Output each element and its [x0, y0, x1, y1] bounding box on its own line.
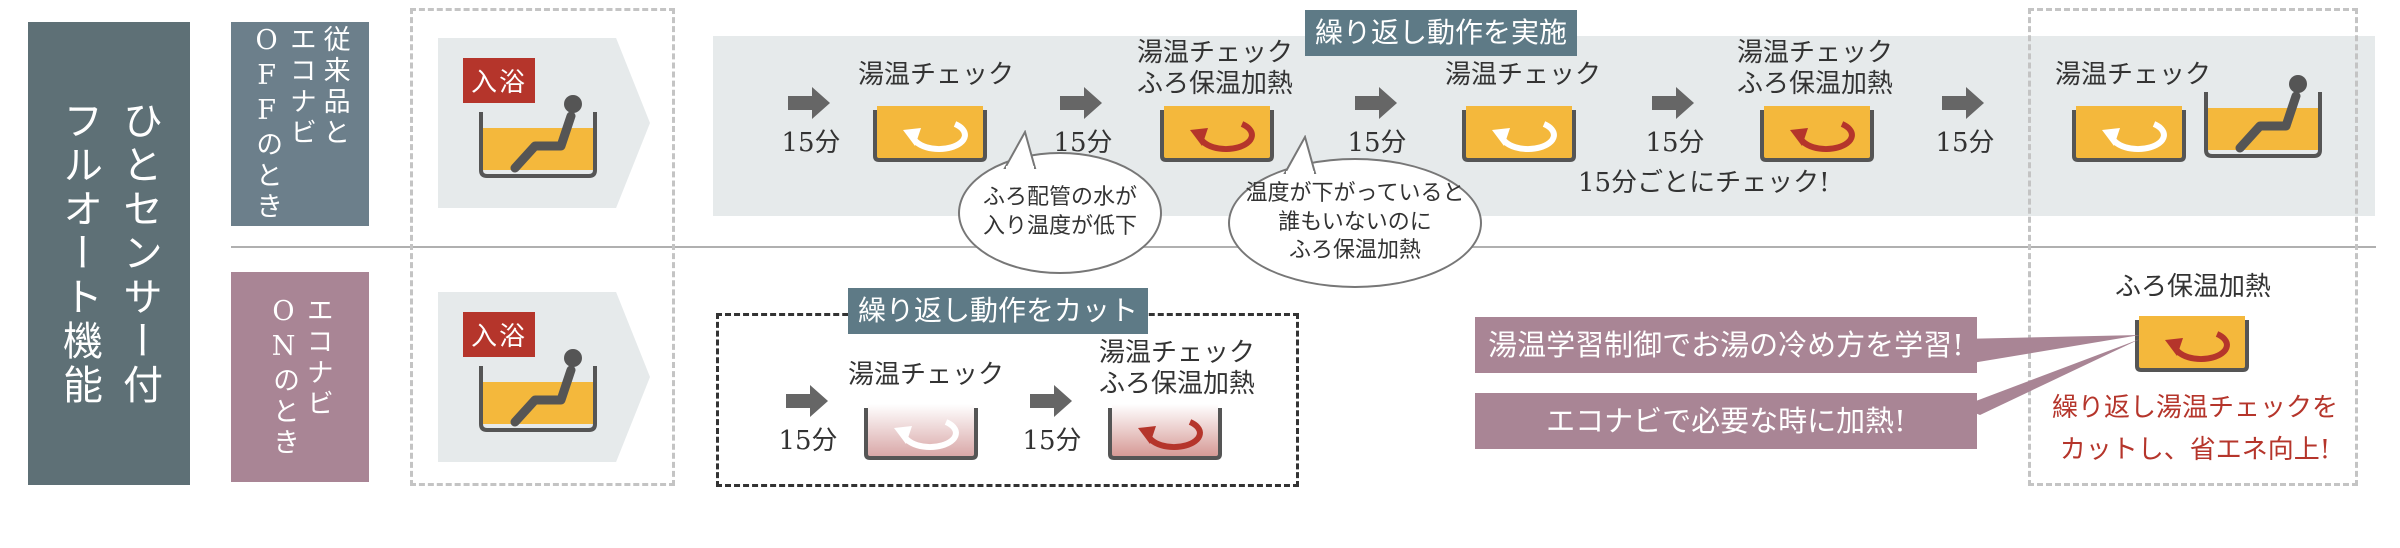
bubble-no-one-heating: 温度が下がっていると 誰もいないのに ふろ保温加熱 [1228, 158, 1482, 288]
interval-15min: 15分 [1347, 128, 1407, 158]
tub-heat-icon [1160, 106, 1274, 162]
label-check: 湯温チェック [2055, 60, 2212, 90]
tub-check-icon [1462, 106, 1576, 162]
interval-15min: 15分 [778, 426, 838, 456]
repeat-banner: 繰り返し動作を実施 [1305, 10, 1577, 56]
row-label-on-text: エコナビ ONのとき [268, 295, 333, 459]
bath-start-box [410, 8, 675, 486]
interval-15min: 15分 [1022, 426, 1082, 456]
interval-15min: 15分 [1935, 128, 1995, 158]
row-label-on: エコナビ ONのとき [231, 272, 369, 482]
tub-heat-icon [1760, 106, 1874, 162]
step-arrow-icon [788, 87, 830, 119]
main-title-panel: ひとセンサー付 フルオート機能 [28, 22, 190, 485]
learning-callout: 湯温学習制御でお湯の冷め方を学習! [1475, 317, 1977, 373]
tub-check-icon [873, 106, 987, 162]
row-label-off-text: 従来品と エコナビ OFFのとき [251, 25, 350, 223]
callout-connector [1960, 335, 2140, 415]
step-arrow-icon [786, 385, 828, 417]
label-check: 湯温チェック [848, 360, 1005, 390]
bather-tub-off-icon [479, 95, 597, 178]
end-state-box [2028, 8, 2358, 486]
bath-badge-off: 入浴 [463, 58, 536, 103]
interval-15min: 15分 [781, 128, 841, 158]
tub-heat-icon [2135, 316, 2249, 372]
label-check-heat: 湯温チェック ふろ保温加熱 [1136, 38, 1293, 100]
result-note: 繰り返し湯温チェックを カットし、省エネ向上! [2051, 393, 2338, 465]
bubble-pipe-water: ふろ配管の水が 入り温度が低下 [958, 152, 1162, 274]
row-label-off: 従来品と エコナビ OFFのとき [231, 22, 369, 226]
bubble-pointer [1003, 130, 1037, 170]
tub-check-faded-icon [864, 404, 978, 460]
cut-banner: 繰り返し動作をカット [848, 288, 1148, 334]
step-arrow-icon [1355, 87, 1397, 119]
heat-when-needed-callout: エコナビで必要な時に加熱! [1475, 393, 1977, 449]
label-check: 湯温チェック [1445, 60, 1602, 90]
every-15min-note: 15分ごとにチェック! [1578, 168, 1830, 198]
tub-heat-faded-icon [1108, 404, 1222, 460]
interval-15min: 15分 [1645, 128, 1705, 158]
step-arrow-icon [1030, 385, 1072, 417]
label-check-heat: 湯温チェック ふろ保温加熱 [1736, 38, 1893, 100]
bather-tub-icon [2204, 75, 2322, 158]
tub-check-icon [2072, 106, 2186, 162]
bath-badge-on: 入浴 [463, 312, 536, 357]
step-arrow-icon [1942, 87, 1984, 119]
bubble-pointer [1283, 135, 1317, 175]
label-check-heat: 湯温チェック ふろ保温加熱 [1098, 338, 1255, 400]
bather-tub-on-icon [479, 349, 597, 432]
step-arrow-icon [1060, 87, 1102, 119]
main-title: ひとセンサー付 フルオート機能 [56, 99, 162, 408]
step-arrow-icon [1652, 87, 1694, 119]
label-heat: ふろ保温加熱 [2114, 272, 2271, 302]
label-check: 湯温チェック [858, 60, 1015, 90]
